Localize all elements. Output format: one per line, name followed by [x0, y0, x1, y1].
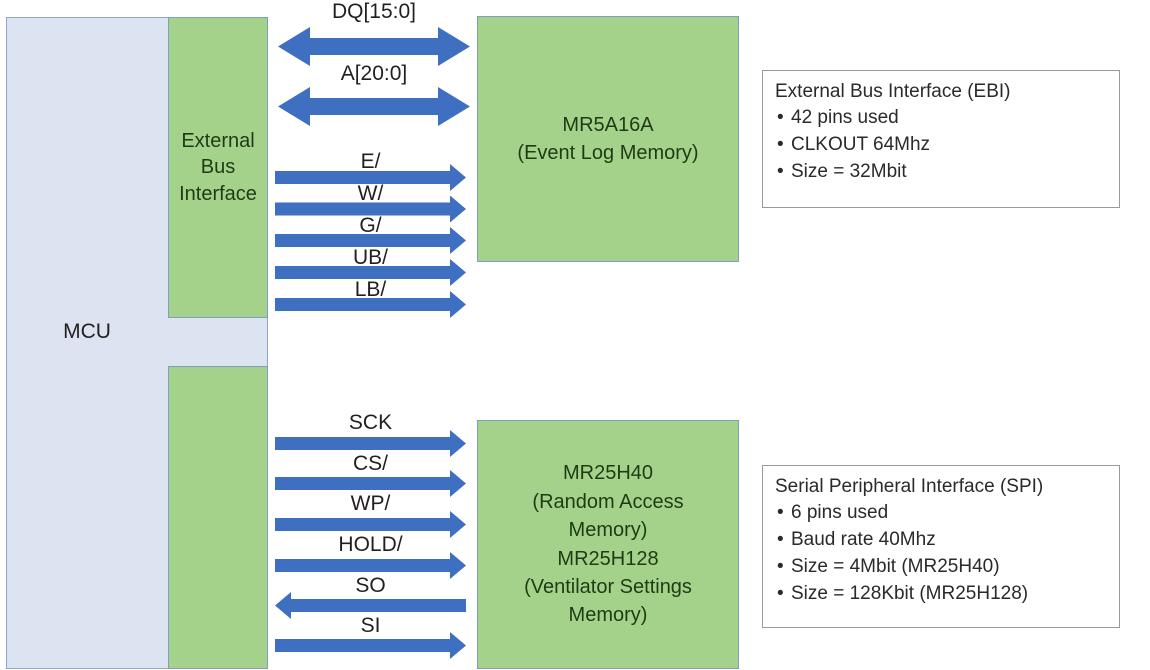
mcu-spi-block: [168, 366, 268, 669]
mcu-external-bus-interface-block: External Bus Interface: [168, 17, 268, 318]
chip-bottom-line-3: Memory): [568, 519, 648, 542]
note-spi-bullet-1: 6 pins used: [775, 500, 1107, 527]
note-spi-bullets: 6 pins used Baud rate 40Mhz Size = 4Mbit…: [775, 500, 1107, 608]
signal-label-lb: LB/: [354, 278, 387, 301]
note-spi-bullet-2: Baud rate 40Mhz: [775, 527, 1107, 554]
arrow-dq: [278, 27, 470, 66]
chip-bottom-line-5: (Ventilator Settings: [524, 575, 692, 598]
signal-label-wp: WP/: [350, 492, 391, 515]
chip-mr25h40-mr25h128: MR25H40 (Random Access Memory) MR25H128 …: [477, 420, 739, 669]
chip-top-name: MR5A16A: [562, 113, 654, 136]
chip-bottom-line-4: MR25H128: [557, 547, 659, 570]
note-ebi-bullet-1: 42 pins used: [775, 105, 1107, 132]
signal-label-a: A[20:0]: [340, 62, 408, 85]
signal-label-cs: CS/: [352, 452, 388, 475]
note-spi: Serial Peripheral Interface (SPI) 6 pins…: [762, 465, 1120, 628]
ebi-block-line-2: Bus: [200, 156, 236, 179]
note-spi-title: Serial Peripheral Interface (SPI): [775, 476, 1044, 497]
signal-label-si: SI: [360, 614, 381, 637]
note-ebi-title: External Bus Interface (EBI): [775, 81, 1011, 102]
signal-label-ub: UB/: [352, 246, 388, 269]
arrow-a: [278, 87, 470, 126]
note-ebi-bullet-3: Size = 32Mbit: [775, 159, 1107, 186]
signal-label-g: G/: [359, 214, 382, 237]
note-ebi-bullet-2: CLKOUT 64Mhz: [775, 132, 1107, 159]
note-spi-bullet-4: Size = 128Kbit (MR25H128): [775, 581, 1107, 608]
note-spi-bullet-3: Size = 4Mbit (MR25H40): [775, 554, 1107, 581]
chip-bottom-line-2: (Random Access: [532, 490, 684, 513]
ebi-block-line-1: External: [181, 129, 255, 152]
note-ebi: External Bus Interface (EBI) 42 pins use…: [762, 70, 1120, 208]
note-ebi-bullets: 42 pins used CLKOUT 64Mhz Size = 32Mbit: [775, 105, 1107, 186]
chip-mr5a16a: MR5A16A (Event Log Memory): [477, 16, 739, 262]
signal-label-w: W/: [357, 182, 384, 205]
signal-label-sck: SCK: [348, 411, 393, 434]
mcu-label: MCU: [63, 320, 111, 343]
chip-top-description: (Event Log Memory): [517, 142, 699, 164]
signal-label-so: SO: [355, 574, 386, 597]
signal-label-dq: DQ[15:0]: [331, 0, 417, 23]
signal-label-e: E/: [360, 150, 381, 173]
ebi-block-line-3: Interface: [179, 182, 257, 205]
chip-bottom-line-1: MR25H40: [562, 462, 654, 485]
signal-label-hold: HOLD/: [338, 533, 403, 556]
chip-bottom-line-6: Memory): [568, 604, 648, 627]
